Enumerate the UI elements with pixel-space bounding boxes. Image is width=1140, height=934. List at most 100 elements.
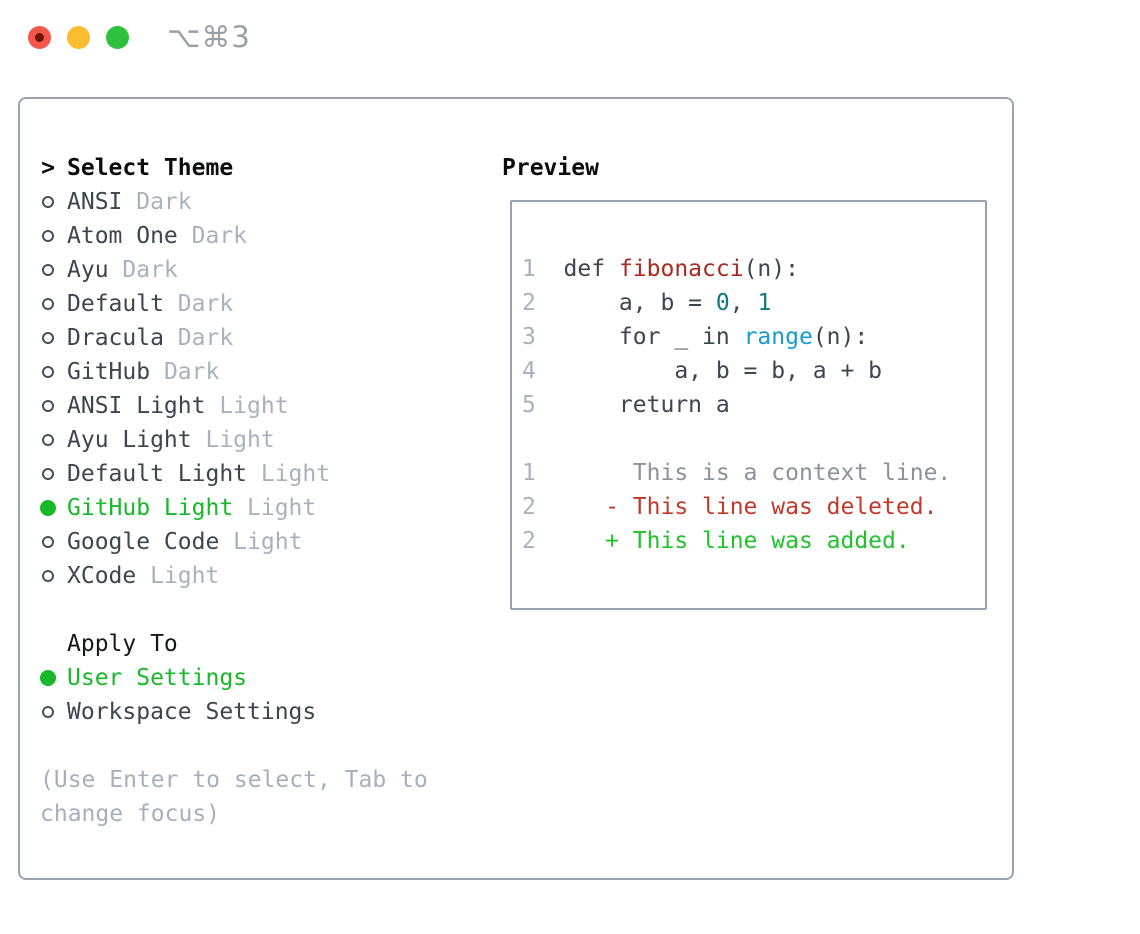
- radio-unselected-icon: [40, 559, 56, 593]
- close-button[interactable]: [28, 26, 51, 49]
- code-token-number: 1: [757, 290, 772, 316]
- theme-variant: Dark: [108, 257, 178, 283]
- code-token-plain: ,: [729, 290, 758, 316]
- preview-title: Preview: [502, 155, 599, 181]
- theme-variant: Light: [247, 461, 331, 487]
- line-number: 3: [522, 324, 564, 350]
- code-token-func: fibonacci: [618, 256, 744, 282]
- code-token-number: 0: [715, 290, 730, 316]
- theme-option[interactable]: ANSI Light Light: [40, 389, 500, 423]
- theme-option[interactable]: Atom One Dark: [40, 219, 500, 253]
- theme-variant: Light: [219, 529, 303, 555]
- theme-option[interactable]: Default Dark: [40, 287, 500, 321]
- radio-unselected-icon: [40, 525, 56, 559]
- theme-name: GitHub: [67, 359, 151, 385]
- apply-to-label: Workspace Settings: [67, 699, 317, 725]
- diff-line: 2 - This line was deleted.: [522, 490, 977, 524]
- select-theme-title: Select Theme: [67, 155, 234, 181]
- theme-variant: Dark: [163, 291, 234, 317]
- help-text-line-2: change focus): [40, 801, 221, 827]
- code-token-plain: for _ in: [563, 324, 744, 350]
- line-number: 2: [522, 494, 564, 520]
- apply-to-label: User Settings: [67, 665, 248, 691]
- prompt-icon: >: [41, 155, 55, 181]
- code-token-plain: return a: [563, 392, 730, 418]
- radio-unselected-icon: [40, 457, 56, 491]
- radio-unselected-icon: [40, 185, 56, 219]
- theme-name: Default: [67, 291, 164, 317]
- code-line: 2 a, b = 0, 1: [522, 286, 977, 320]
- minimize-button[interactable]: [67, 26, 90, 49]
- line-number: 1: [522, 256, 564, 282]
- theme-name: Ayu: [67, 257, 109, 283]
- radio-unselected-icon: [40, 253, 56, 287]
- code-token-add: + This line was added.: [563, 528, 910, 554]
- code-line: 5 return a: [522, 388, 977, 422]
- line-number: 5: [522, 392, 564, 418]
- code-token-plain: a, b =: [563, 290, 716, 316]
- theme-option[interactable]: Default Light Light: [40, 457, 500, 491]
- radio-unselected-icon: [40, 423, 56, 457]
- theme-variant: Dark: [163, 325, 234, 351]
- radio-unselected-icon: [40, 287, 56, 321]
- theme-variant: Dark: [177, 223, 248, 249]
- line-number: [522, 426, 536, 452]
- theme-option[interactable]: GitHub Dark: [40, 355, 500, 389]
- radio-unselected-icon: [40, 355, 56, 389]
- theme-name: Ayu Light: [67, 427, 192, 453]
- theme-name: ANSI Light: [67, 393, 206, 419]
- code-line: 4 a, b = b, a + b: [522, 354, 977, 388]
- theme-option[interactable]: Ayu Dark: [40, 253, 500, 287]
- theme-variant: Light: [233, 495, 317, 521]
- apply-to-option[interactable]: User Settings: [40, 661, 500, 695]
- apply-to-title: Apply To: [67, 631, 178, 657]
- code-token-plain: (n):: [812, 324, 869, 350]
- theme-name: XCode: [67, 563, 137, 589]
- empty-marker-slot: [40, 627, 56, 661]
- code-token-plain: (n):: [743, 256, 799, 282]
- spacer: [40, 729, 500, 763]
- theme-name: ANSI: [67, 189, 123, 215]
- help-text-line-1: (Use Enter to select, Tab to: [40, 767, 428, 793]
- code-token-del: - This line was deleted.: [563, 494, 938, 520]
- zoom-button[interactable]: [106, 26, 129, 49]
- radio-unselected-icon: [40, 219, 56, 253]
- apply-to-header: Apply To: [40, 627, 500, 661]
- spacer: [40, 593, 500, 627]
- theme-variant: Light: [136, 563, 220, 589]
- theme-option[interactable]: XCode Light: [40, 559, 500, 593]
- theme-name: Google Code: [67, 529, 220, 555]
- theme-variant: Dark: [122, 189, 192, 215]
- select-theme-header: > Select Theme: [40, 151, 500, 185]
- code-token-plain: def: [563, 256, 619, 282]
- theme-option[interactable]: ANSI Dark: [40, 185, 500, 219]
- theme-name: Dracula: [67, 325, 164, 351]
- radio-unselected-icon: [40, 695, 56, 729]
- code-line: [522, 422, 977, 456]
- line-number: 4: [522, 358, 564, 384]
- theme-name: Default Light: [67, 461, 248, 487]
- code-token-plain: a, b = b, a + b: [563, 358, 883, 384]
- radio-unselected-icon: [40, 321, 56, 355]
- radio-selected-icon: [40, 661, 56, 695]
- theme-name: GitHub Light: [67, 495, 234, 521]
- radio-selected-icon: [40, 491, 56, 525]
- theme-variant: Dark: [150, 359, 220, 385]
- theme-option[interactable]: GitHub Light Light: [40, 491, 500, 525]
- diff-line: 1 This is a context line.: [522, 456, 977, 490]
- apply-to-option[interactable]: Workspace Settings: [40, 695, 500, 729]
- theme-option[interactable]: Google Code Light: [40, 525, 500, 559]
- code-token-ctx: This is a context line.: [563, 460, 952, 486]
- theme-option[interactable]: Ayu Light Light: [40, 423, 500, 457]
- line-number: 2: [522, 290, 564, 316]
- theme-option[interactable]: Dracula Dark: [40, 321, 500, 355]
- theme-variant: Light: [205, 393, 289, 419]
- theme-name: Atom One: [67, 223, 178, 249]
- code-line: 1 def fibonacci(n):: [522, 252, 977, 286]
